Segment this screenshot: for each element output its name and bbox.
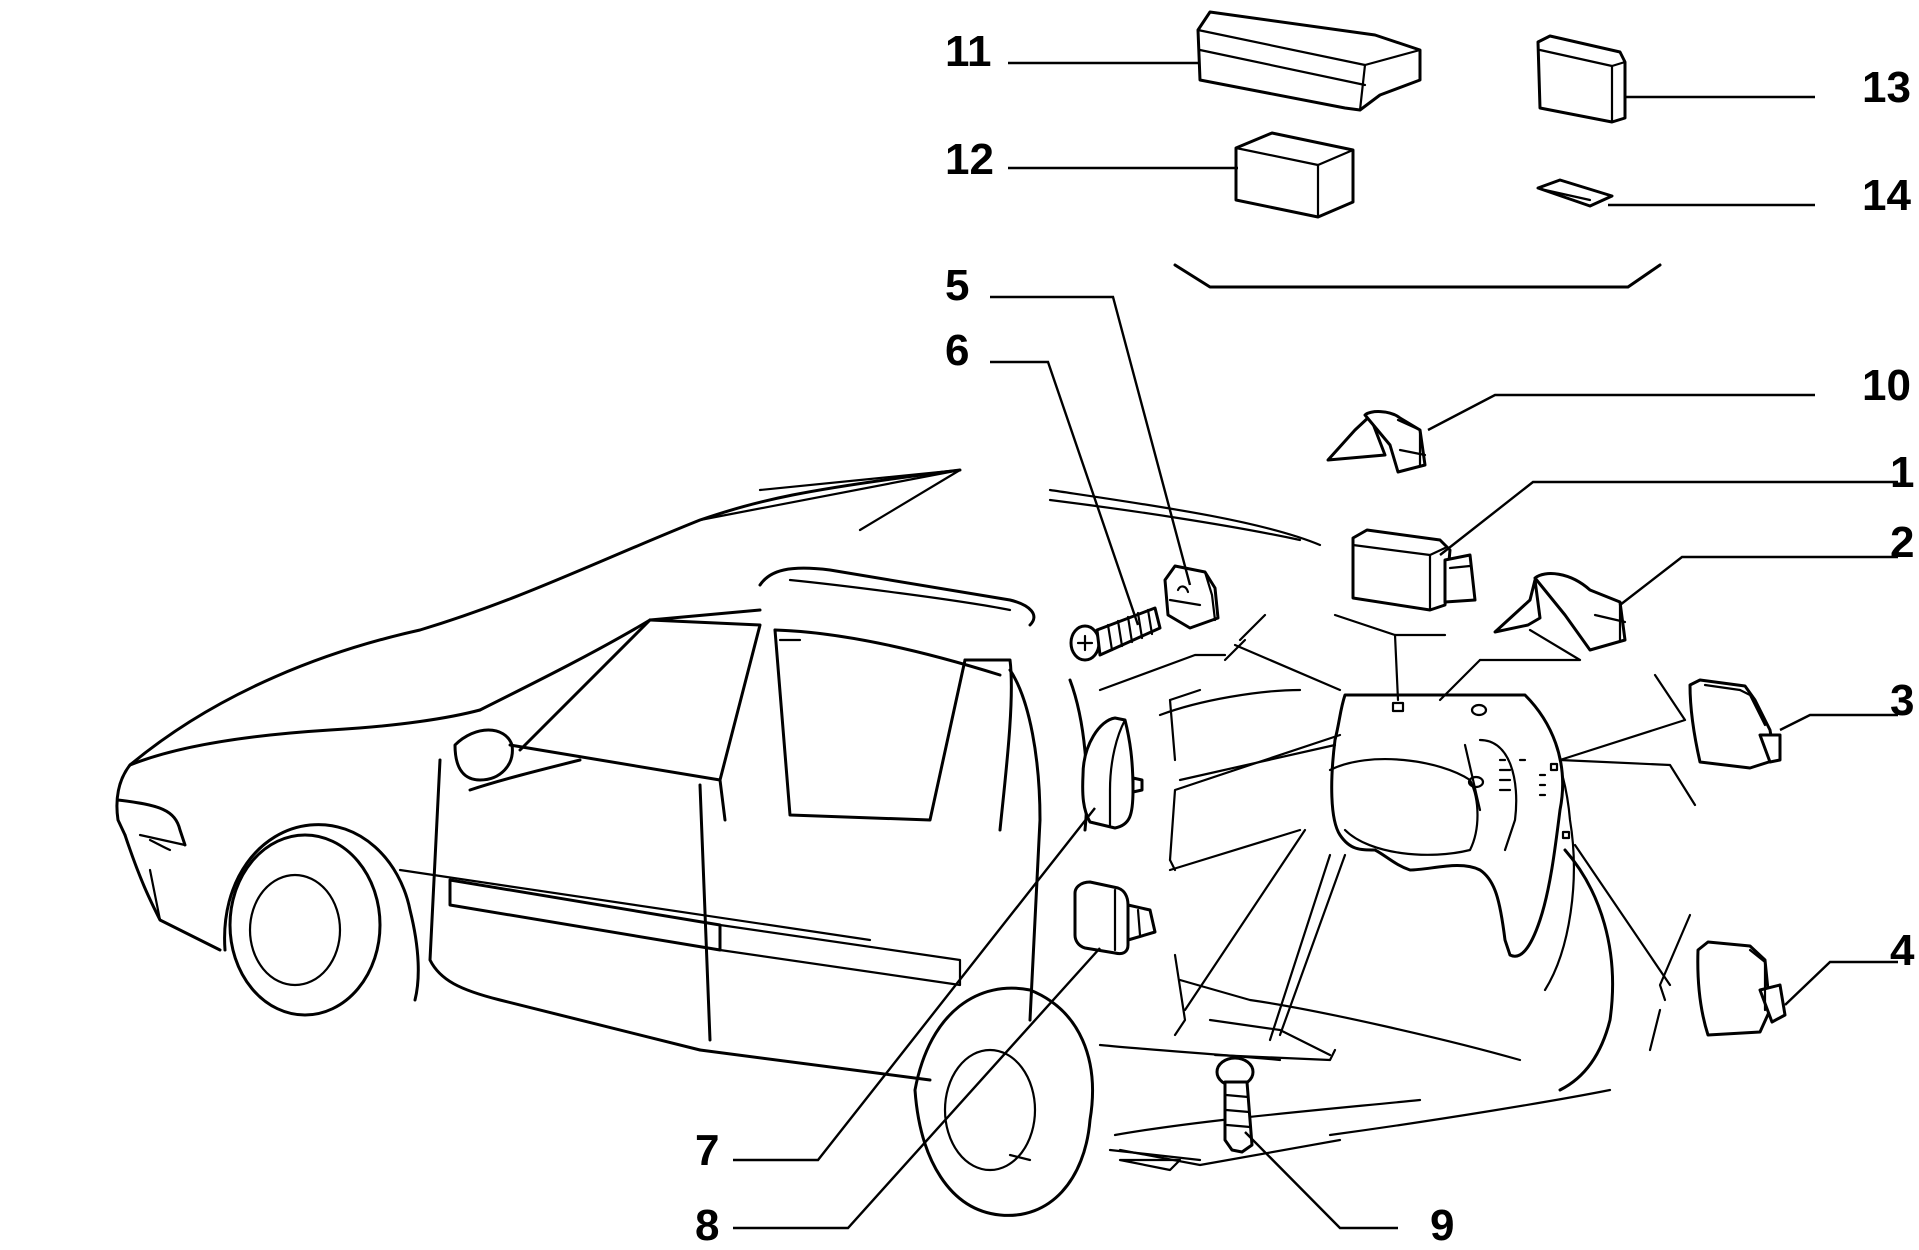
- callout-10: 10: [1862, 361, 1911, 410]
- part-13-box: [1536, 34, 1627, 124]
- part-1-box: [1351, 528, 1477, 612]
- part-12-box: [1234, 131, 1355, 219]
- leader-10: [1427, 393, 1815, 432]
- callout-12: 12: [945, 135, 994, 184]
- callout-11: 11: [945, 27, 992, 76]
- callout-4: 4: [1890, 926, 1915, 975]
- part-14-pad: [1536, 178, 1614, 208]
- callout-3: 3: [1890, 676, 1914, 725]
- leader-6: [990, 360, 1140, 626]
- part-8-cap: [1073, 880, 1157, 956]
- callout-8: 8: [695, 1201, 719, 1250]
- leader-9: [1244, 1131, 1398, 1230]
- guide-lines: [1098, 263, 1697, 1162]
- callout-2: 2: [1890, 518, 1914, 567]
- callout-numbers: 11 12 13 14 10 1 2 3 4 5 6 7 8 9: [695, 27, 1915, 1250]
- leader-8: [733, 947, 1101, 1230]
- part-6-screw: [1069, 606, 1162, 662]
- leader-7: [733, 807, 1096, 1162]
- part-5-clip: [1163, 564, 1220, 630]
- leader-4: [1784, 960, 1898, 1006]
- callout-9: 9: [1430, 1201, 1454, 1250]
- leader-3: [1779, 713, 1898, 732]
- part-3-clip: [1688, 678, 1782, 770]
- part-2-bracket: [1493, 572, 1627, 652]
- callout-1: 1: [1890, 448, 1914, 497]
- station-wagon-outline: [115, 468, 1614, 1217]
- part-9-push-clip: [1215, 1056, 1255, 1154]
- callout-13: 13: [1862, 63, 1911, 112]
- part-4-clip: [1696, 940, 1787, 1037]
- leader-1: [1439, 480, 1898, 556]
- callout-5: 5: [945, 261, 969, 310]
- part-7-cap: [1081, 716, 1144, 830]
- part-10-bracket: [1326, 410, 1427, 474]
- callout-6: 6: [945, 326, 969, 375]
- callout-7: 7: [695, 1126, 719, 1175]
- leader-lines: [733, 61, 1898, 1230]
- leader-2: [1619, 555, 1898, 606]
- part-11-cover: [1196, 10, 1422, 112]
- leader-5: [990, 295, 1192, 586]
- callout-14: 14: [1862, 171, 1911, 220]
- side-trim-panel: [1328, 693, 1571, 958]
